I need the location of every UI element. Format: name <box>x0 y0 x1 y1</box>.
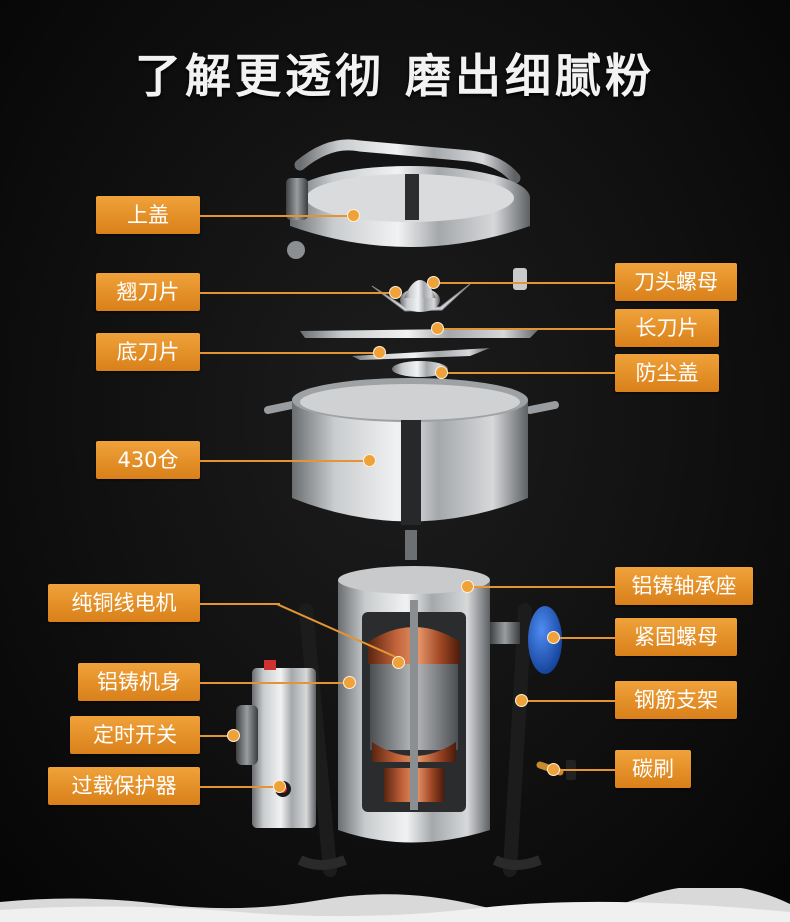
brush-texture <box>0 888 790 922</box>
headline: 了解更透彻 磨出细腻粉 <box>134 49 655 103</box>
label-long-blade: 长刀片 <box>615 309 719 347</box>
leader-carbon-brush <box>552 769 615 771</box>
dot-bottom-blade <box>373 346 386 359</box>
leader-overload <box>200 786 276 788</box>
label-bottom-blade: 底刀片 <box>96 333 200 371</box>
label-blade-nut: 刀头螺母 <box>615 263 737 301</box>
leader-rebar-stand <box>520 700 615 702</box>
dot-carbon-brush <box>547 763 560 776</box>
label-bearing-seat: 铝铸轴承座 <box>615 567 753 605</box>
dot-cast-body <box>343 676 356 689</box>
dot-lid <box>347 209 360 222</box>
dot-locking-nut <box>547 631 560 644</box>
chamber-graphic <box>264 378 559 525</box>
label-cast-body: 铝铸机身 <box>78 663 200 701</box>
leader-motor <box>200 603 280 605</box>
label-carbon-brush: 碳刷 <box>615 750 691 788</box>
knob-graphic <box>490 606 562 674</box>
leader-long-blade <box>436 328 615 330</box>
dot-long-blade <box>431 322 444 335</box>
control-box-graphic <box>236 660 316 828</box>
dot-timer <box>227 729 240 742</box>
leader-dust-cover <box>440 372 615 374</box>
label-chamber: 430仓 <box>96 441 200 479</box>
label-locking-nut: 紧固螺母 <box>615 618 737 656</box>
leader-timer <box>200 735 232 737</box>
dot-rebar-stand <box>515 694 528 707</box>
label-overload: 过载保护器 <box>48 767 200 805</box>
leader-bottom-blade <box>200 352 378 354</box>
label-timer: 定时开关 <box>70 716 200 754</box>
dot-overload <box>273 780 286 793</box>
label-wing-blade: 翘刀片 <box>96 273 200 311</box>
leader-chamber <box>200 460 368 462</box>
leader-blade-nut <box>432 282 615 284</box>
blade-graphic <box>300 280 540 377</box>
dot-chamber <box>363 454 376 467</box>
dot-bearing-seat <box>461 580 474 593</box>
leader-lid <box>200 215 352 217</box>
lid-graphic <box>286 139 530 290</box>
leader-cast-body <box>200 682 348 684</box>
dot-dust-cover <box>435 366 448 379</box>
label-rebar-stand: 钢筋支架 <box>615 681 737 719</box>
leader-wing-blade <box>200 292 394 294</box>
dot-blade-nut <box>427 276 440 289</box>
dot-wing-blade <box>389 286 402 299</box>
label-dust-cover: 防尘盖 <box>615 354 719 392</box>
stand-graphic <box>297 603 542 877</box>
dot-motor <box>392 656 405 669</box>
leader-bearing-seat <box>466 586 615 588</box>
shaft-graphic <box>405 530 417 560</box>
label-lid: 上盖 <box>96 196 200 234</box>
label-motor: 纯铜线电机 <box>48 584 200 622</box>
motor-body-graphic <box>338 566 490 843</box>
leader-locking-nut <box>552 637 615 639</box>
